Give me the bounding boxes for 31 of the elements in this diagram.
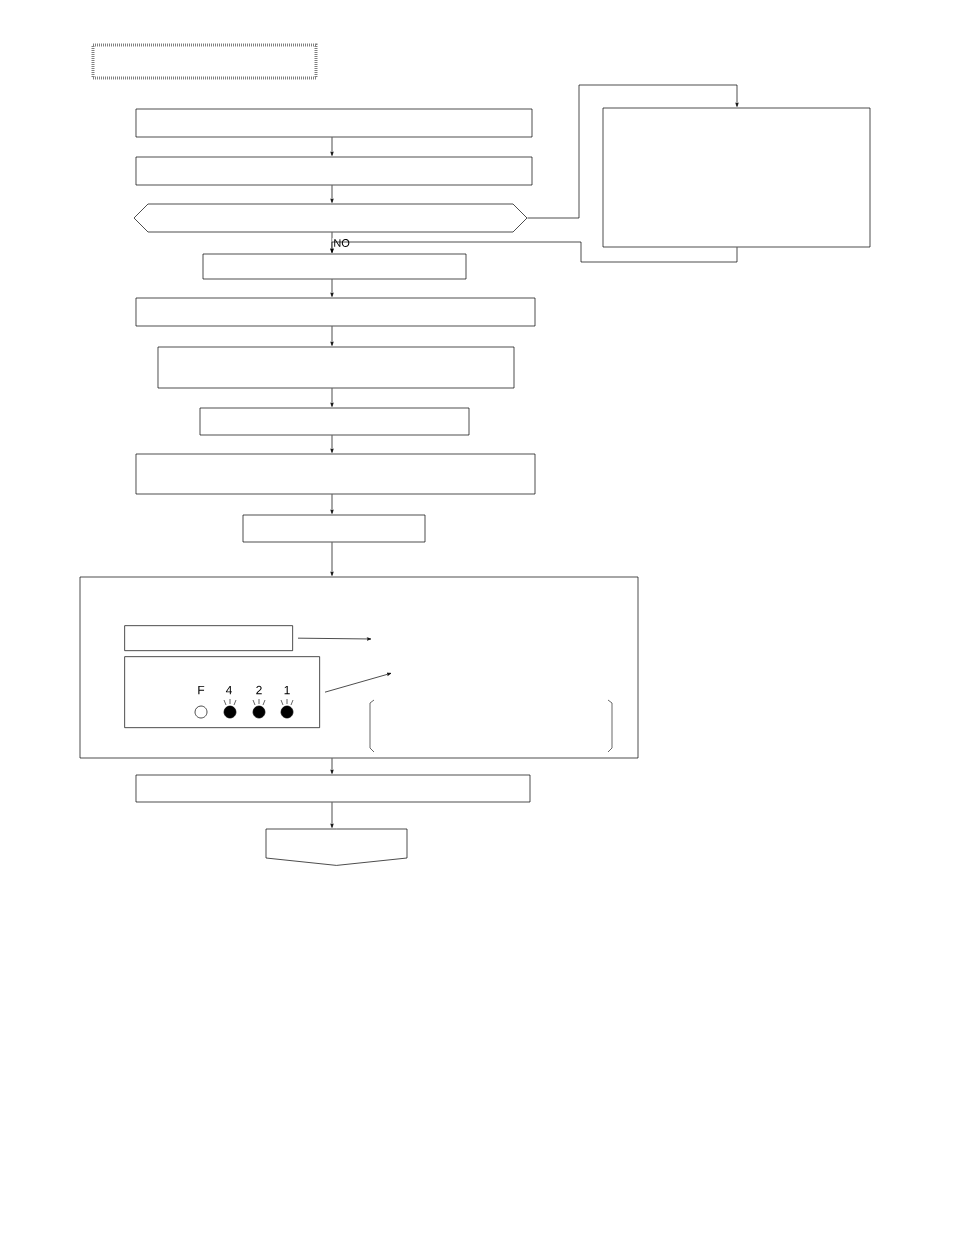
arrow xyxy=(330,802,334,828)
arrow xyxy=(330,137,334,156)
arrow xyxy=(297,637,372,641)
arrow xyxy=(330,279,334,297)
off-page-connector xyxy=(265,828,408,866)
process-box xyxy=(135,156,533,186)
arrow xyxy=(330,435,334,453)
process-box xyxy=(135,297,536,327)
arrow xyxy=(330,388,334,407)
process-box xyxy=(242,514,426,543)
process-box xyxy=(602,107,871,248)
arrow xyxy=(330,241,738,263)
process-box xyxy=(124,625,293,651)
arrow xyxy=(330,326,334,346)
title-banner xyxy=(91,43,318,80)
edge-label: NO xyxy=(332,238,351,248)
process-box xyxy=(157,346,515,389)
led-panel: F 4 2 1 xyxy=(124,656,320,728)
process-box xyxy=(135,774,531,803)
process-box xyxy=(135,453,536,495)
arrow xyxy=(324,672,392,693)
process-box xyxy=(135,108,533,138)
arrow xyxy=(330,542,334,576)
process-box xyxy=(202,253,467,280)
arrow xyxy=(527,84,739,219)
process-box xyxy=(199,407,470,436)
arrow xyxy=(330,758,334,774)
arrow xyxy=(330,185,334,203)
output-panel xyxy=(79,576,639,759)
decision-hexagon xyxy=(133,203,528,233)
arrow xyxy=(330,494,334,514)
